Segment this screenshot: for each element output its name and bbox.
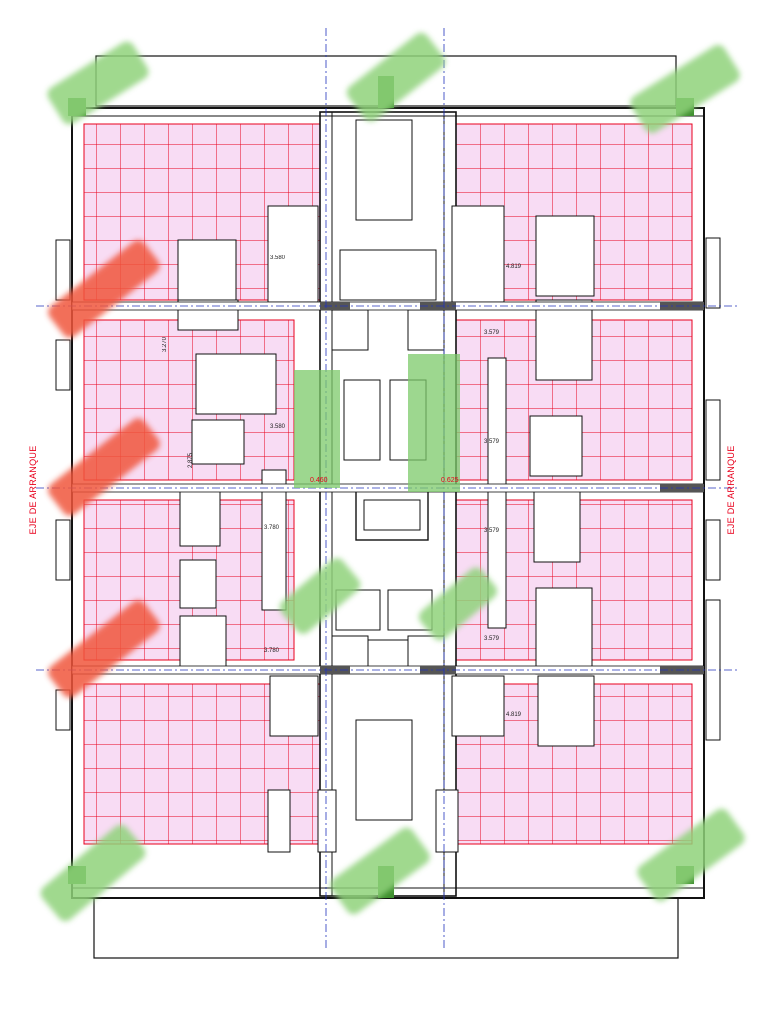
dim-label: 0.460 bbox=[310, 477, 328, 484]
dim-label: 3.579 bbox=[484, 528, 500, 534]
dim-label: 3.780 bbox=[264, 525, 280, 531]
stair-highlights bbox=[294, 354, 460, 492]
dim-label: 3.580 bbox=[270, 255, 286, 261]
dim-label: 3.579 bbox=[484, 439, 500, 445]
dim-label: 3.580 bbox=[270, 424, 286, 430]
dim-label: 4.819 bbox=[506, 712, 522, 718]
green-markers bbox=[40, 32, 745, 922]
axis-label-right: EJE DE ARRANQUE bbox=[726, 445, 736, 534]
dim-label: 4.819 bbox=[506, 264, 522, 270]
dim-label: 0.625 bbox=[441, 477, 459, 484]
dim-label: 3.270 bbox=[162, 336, 168, 352]
zone-w-upper bbox=[83, 319, 295, 481]
stairs-left bbox=[343, 379, 381, 461]
axis-label-left: EJE DE ARRANQUE bbox=[28, 445, 38, 534]
red-markers bbox=[48, 240, 160, 698]
dim-label: 3.780 bbox=[264, 648, 280, 654]
dimension-labels: 3.580 3.270 3.580 3.780 3.780 3.579 3.57… bbox=[162, 255, 522, 718]
dim-label: 2.875 bbox=[188, 452, 194, 468]
dim-label: 3.579 bbox=[484, 636, 500, 642]
dim-label: 3.579 bbox=[484, 330, 500, 336]
